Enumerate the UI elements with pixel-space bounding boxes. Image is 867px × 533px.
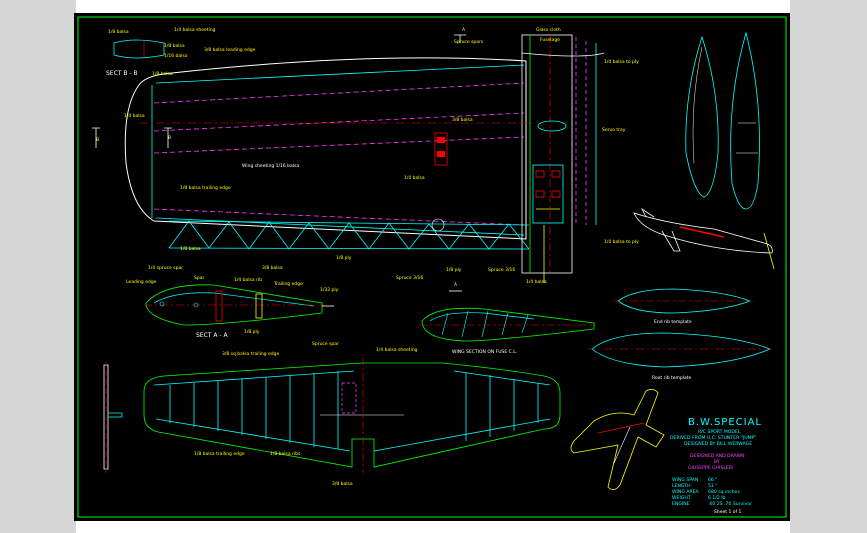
svg-text:66 ": 66 "	[708, 477, 717, 483]
section-a-a-label: SECT A - A	[196, 332, 228, 339]
svg-text:3/8 balsa: 3/8 balsa	[262, 265, 283, 271]
svg-text:B: B	[96, 137, 99, 143]
svg-text:1/4 balsa: 1/4 balsa	[124, 113, 145, 119]
svg-text:DESIGNED BY BILL WERWAGE: DESIGNED BY BILL WERWAGE	[684, 441, 752, 447]
root-rib-label: Root rib template	[652, 375, 692, 381]
svg-text:BY: BY	[714, 459, 720, 465]
airplane-side-view	[633, 207, 775, 270]
svg-text:1/8 balsa: 1/8 balsa	[152, 71, 173, 77]
svg-text:1/8 balsa: 1/8 balsa	[108, 29, 129, 35]
svg-text:Fuselage: Fuselage	[540, 37, 560, 43]
svg-text:DERIVED FROM U.C. STUNTER "JUM: DERIVED FROM U.C. STUNTER "JUMP"	[670, 435, 756, 441]
section-b-b-label: SECT B - B	[106, 70, 138, 77]
svg-text:WEIGHT: WEIGHT	[672, 495, 691, 501]
svg-text:1/8 balsa trailing edge: 1/8 balsa trailing edge	[194, 451, 245, 457]
svg-text:1/32 ply: 1/32 ply	[320, 287, 339, 293]
svg-text:1/8 ply: 1/8 ply	[446, 267, 462, 273]
wing-section-fuse-cl: WING SECTION ON FUSE C.L.	[419, 307, 596, 355]
airplane-top-view	[570, 389, 665, 490]
svg-text:Trailing edge: Trailing edge	[273, 281, 303, 287]
svg-text:1/16 balsa: 1/16 balsa	[164, 53, 188, 59]
spec-table: WING SPAN 66 " LENGTH 51 " WING AREA 680…	[672, 477, 752, 507]
svg-text:1/4 spruce spar: 1/4 spruce spar	[148, 265, 183, 271]
svg-text:Spruce spar: Spruce spar	[312, 341, 339, 347]
svg-text:R/C SPORT MODEL: R/C SPORT MODEL	[698, 429, 741, 435]
svg-text:51 ": 51 "	[708, 483, 717, 489]
section-markers: A A B B	[92, 27, 466, 292]
svg-text:DESIGNED AND DRAWN: DESIGNED AND DRAWN	[690, 453, 745, 459]
sheet-number: Sheet 1 of 1	[714, 509, 742, 515]
svg-text:.60 2S .70 Survivor: .60 2S .70 Survivor	[708, 501, 752, 507]
viewport-background-right	[790, 0, 867, 533]
wing-section-label: WING SECTION ON FUSE C.L.	[452, 349, 517, 355]
svg-text:ENGINE: ENGINE	[672, 501, 690, 507]
svg-text:A: A	[454, 282, 458, 288]
svg-text:1/4 balsa: 1/4 balsa	[526, 279, 547, 285]
fuselage-section-view	[521, 34, 605, 283]
svg-text:GIUSEPPE GHISLERI: GIUSEPPE GHISLERI	[688, 465, 733, 471]
svg-text:1/4 balsa rib: 1/4 balsa rib	[234, 277, 262, 283]
fin-side-view	[103, 361, 123, 473]
svg-text:1/4 balsa to ply: 1/4 balsa to ply	[604, 59, 639, 65]
svg-text:1/8 ply: 1/8 ply	[336, 255, 352, 261]
svg-text:Leading edge: Leading edge	[126, 279, 157, 285]
drawing-sheet[interactable]: Wing sheeting 1/16 balsa A A B B	[74, 13, 790, 521]
cad-canvas[interactable]: Wing sheeting 1/16 balsa A A B B	[74, 13, 790, 521]
fuselage-top-views	[685, 31, 760, 210]
svg-text:1/4 balsa sheeting: 1/4 balsa sheeting	[174, 27, 216, 33]
svg-text:1/8 balsa: 1/8 balsa	[164, 43, 185, 49]
root-rib-template: Root rib template	[588, 332, 774, 381]
drawing-title: B.W.SPECIAL	[688, 417, 762, 428]
svg-text:1/4 balsa sheeting: 1/4 balsa sheeting	[376, 347, 418, 353]
svg-text:Spar: Spar	[194, 275, 204, 281]
svg-text:1/4 balsa: 1/4 balsa	[404, 175, 425, 181]
svg-text:WING AREA: WING AREA	[672, 489, 700, 495]
svg-text:1/8 balsa trailing edge: 1/8 balsa trailing edge	[180, 185, 231, 191]
svg-text:1/4 balsa to ply: 1/4 balsa to ply	[604, 239, 639, 245]
svg-text:Glass cloth: Glass cloth	[536, 27, 561, 33]
svg-text:1/8 balsa ribs: 1/8 balsa ribs	[270, 451, 301, 457]
svg-text:3/8 balsa: 3/8 balsa	[332, 481, 353, 487]
svg-text:1/8 balsa: 1/8 balsa	[180, 246, 201, 252]
svg-text:3/8 balsa: 3/8 balsa	[452, 117, 473, 123]
svg-text:A: A	[462, 27, 466, 33]
tail-plane-top-view: 3/8 sq balsa trailing edge Spruce spar 1…	[143, 341, 561, 487]
svg-text:1/8 ply: 1/8 ply	[244, 329, 260, 335]
leader-labels: 1/8 balsa 1/8 balsa 1/16 balsa 1/4 balsa…	[108, 27, 639, 285]
section-b-b-detail: SECT B - B	[106, 39, 165, 77]
svg-text:Spruce 3/16: Spruce 3/16	[396, 275, 423, 281]
svg-text:3/8 balsa leading edge: 3/8 balsa leading edge	[204, 47, 256, 53]
wing-sheeting-label: Wing sheeting 1/16 balsa	[242, 163, 299, 169]
svg-text:B: B	[168, 135, 171, 141]
svg-text:Spruce spars: Spruce spars	[454, 39, 484, 45]
end-rib-label: End rib template	[654, 319, 692, 325]
wing-panel-top: Wing sheeting 1/16 balsa	[124, 57, 534, 250]
section-a-a-rib: SECT A - A Leading edge Spar 1/4 balsa r…	[126, 275, 339, 339]
svg-text:Servo tray: Servo tray	[602, 127, 626, 133]
viewport-background-left	[0, 0, 76, 533]
end-rib-template: End rib template	[614, 288, 754, 325]
svg-text:WING SPAN: WING SPAN	[672, 477, 698, 483]
svg-text:LENGTH: LENGTH	[672, 483, 691, 489]
svg-text:3/8 sq balsa trailing edge: 3/8 sq balsa trailing edge	[222, 351, 279, 357]
sheet-border	[77, 16, 787, 518]
svg-text:Spruce 3/16: Spruce 3/16	[488, 267, 515, 273]
svg-text:680 sq inches: 680 sq inches	[708, 489, 740, 495]
title-block: B.W.SPECIAL R/C SPORT MODEL DERIVED FROM…	[670, 417, 762, 515]
svg-text:6 1/2 lb: 6 1/2 lb	[708, 495, 726, 501]
